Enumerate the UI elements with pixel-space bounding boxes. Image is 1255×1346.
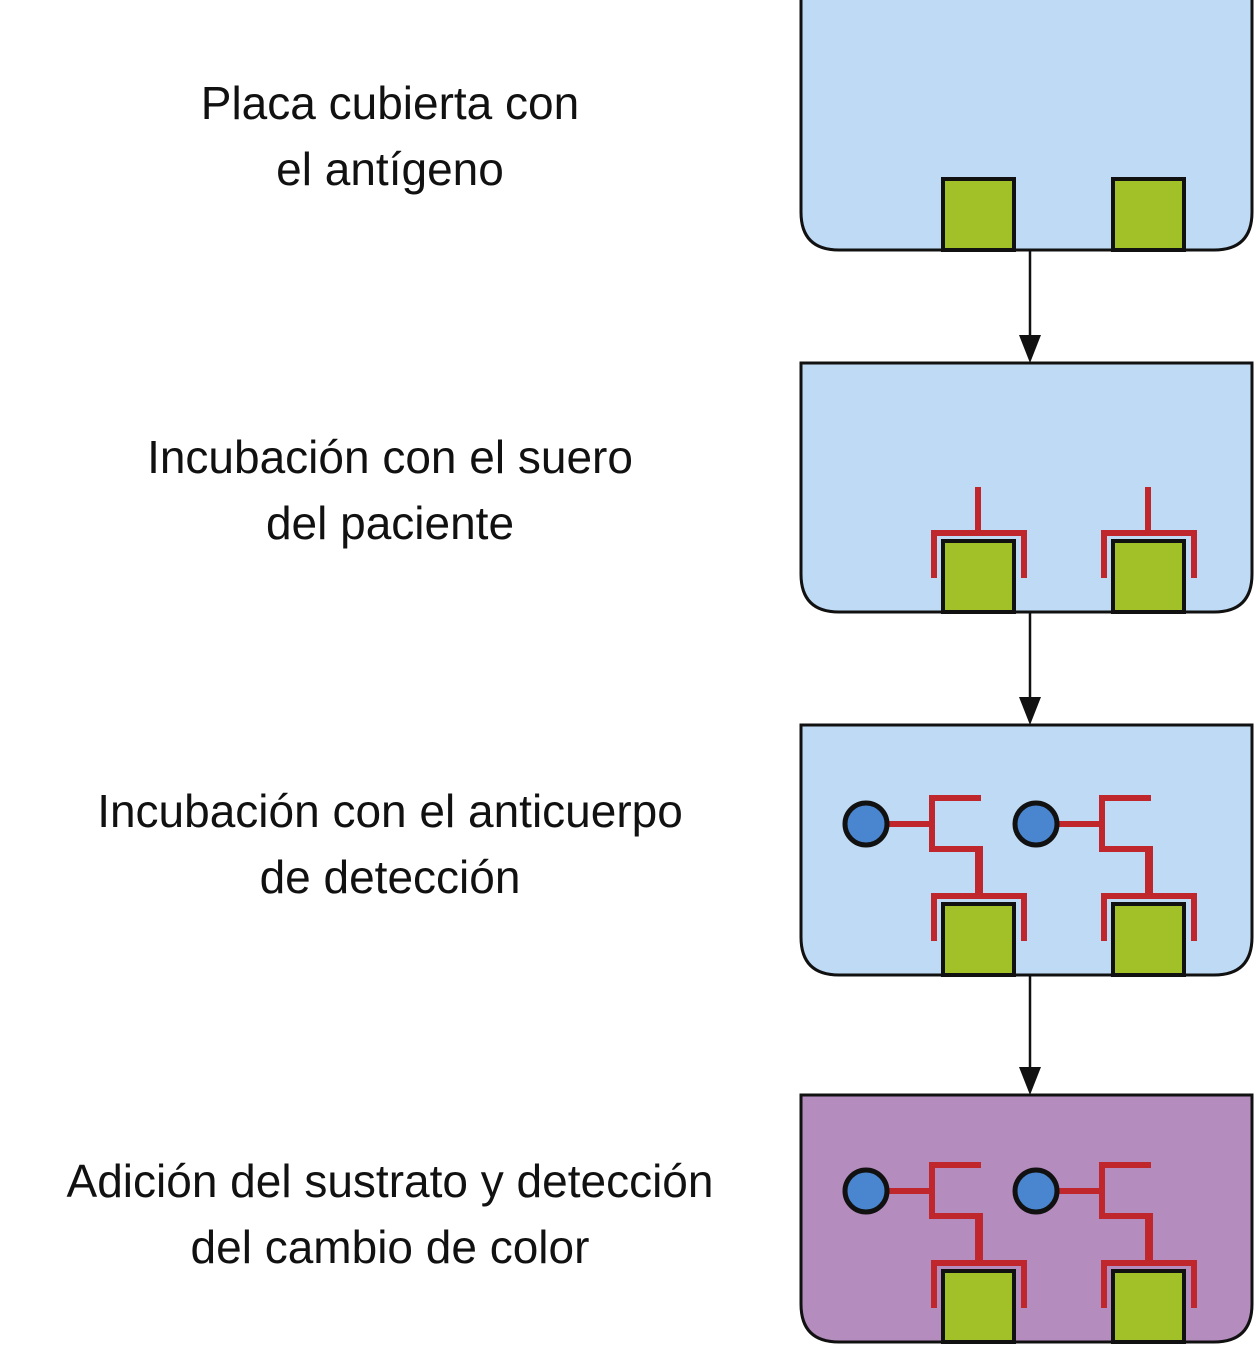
antigen-square xyxy=(941,539,1016,614)
detection-antibody xyxy=(1058,795,1153,896)
antigen-square xyxy=(1111,1269,1186,1344)
detection-antibody xyxy=(888,795,983,896)
detection-antibody xyxy=(1058,1162,1153,1263)
flow-arrow-head xyxy=(1019,1067,1041,1095)
enzyme-circle xyxy=(1012,800,1060,848)
antigen-square xyxy=(941,177,1016,252)
antigen-square xyxy=(1111,177,1186,252)
primary-antibody xyxy=(1101,487,1197,578)
antigen-square xyxy=(941,1269,1016,1344)
flow-arrow-head xyxy=(1019,335,1041,363)
enzyme-circle xyxy=(842,1167,890,1215)
detection-antibody xyxy=(888,1162,983,1263)
flow-arrow-head xyxy=(1019,697,1041,725)
antigen-square xyxy=(1111,902,1186,977)
enzyme-circle xyxy=(842,800,890,848)
antigen-square xyxy=(941,902,1016,977)
primary-antibody xyxy=(931,487,1027,578)
antigen-square xyxy=(1111,539,1186,614)
enzyme-circle xyxy=(1012,1167,1060,1215)
